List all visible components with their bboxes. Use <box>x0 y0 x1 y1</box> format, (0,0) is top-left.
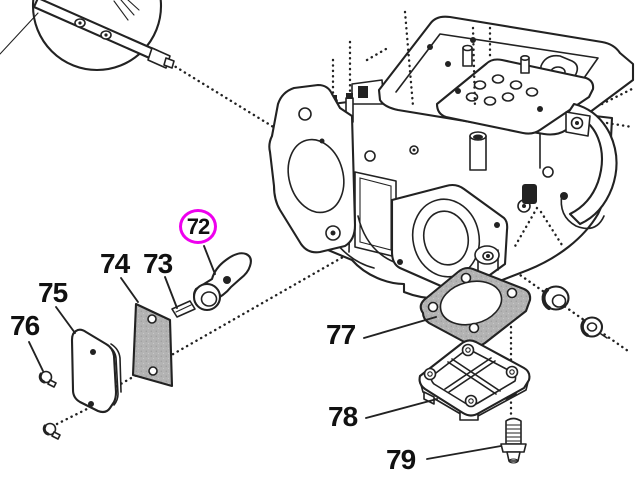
callout-79[interactable]: 79 <box>386 444 416 475</box>
callout-73[interactable]: 73 <box>143 248 173 279</box>
callout-75[interactable]: 75 <box>38 277 68 308</box>
part-choke-lever <box>192 252 252 312</box>
callout-72[interactable]: 72 <box>179 209 217 244</box>
grommet-and-ring <box>541 285 608 339</box>
part-mounting-gasket <box>419 266 532 348</box>
part-gasket-plate <box>131 302 174 388</box>
part-lever-link <box>171 300 196 318</box>
part-pump-cover <box>418 339 531 421</box>
callout-leader-lines <box>28 245 502 460</box>
callout-74[interactable]: 74 <box>100 248 130 279</box>
part-cover-plate <box>70 328 122 414</box>
part-cover-bolt <box>500 417 527 464</box>
part-plate-screws <box>38 370 61 440</box>
callout-77[interactable]: 77 <box>326 319 356 350</box>
callout-78[interactable]: 78 <box>328 401 358 432</box>
shaft-assembly <box>0 0 175 72</box>
callout-76[interactable]: 76 <box>10 310 40 341</box>
carburetor-body <box>268 10 635 300</box>
